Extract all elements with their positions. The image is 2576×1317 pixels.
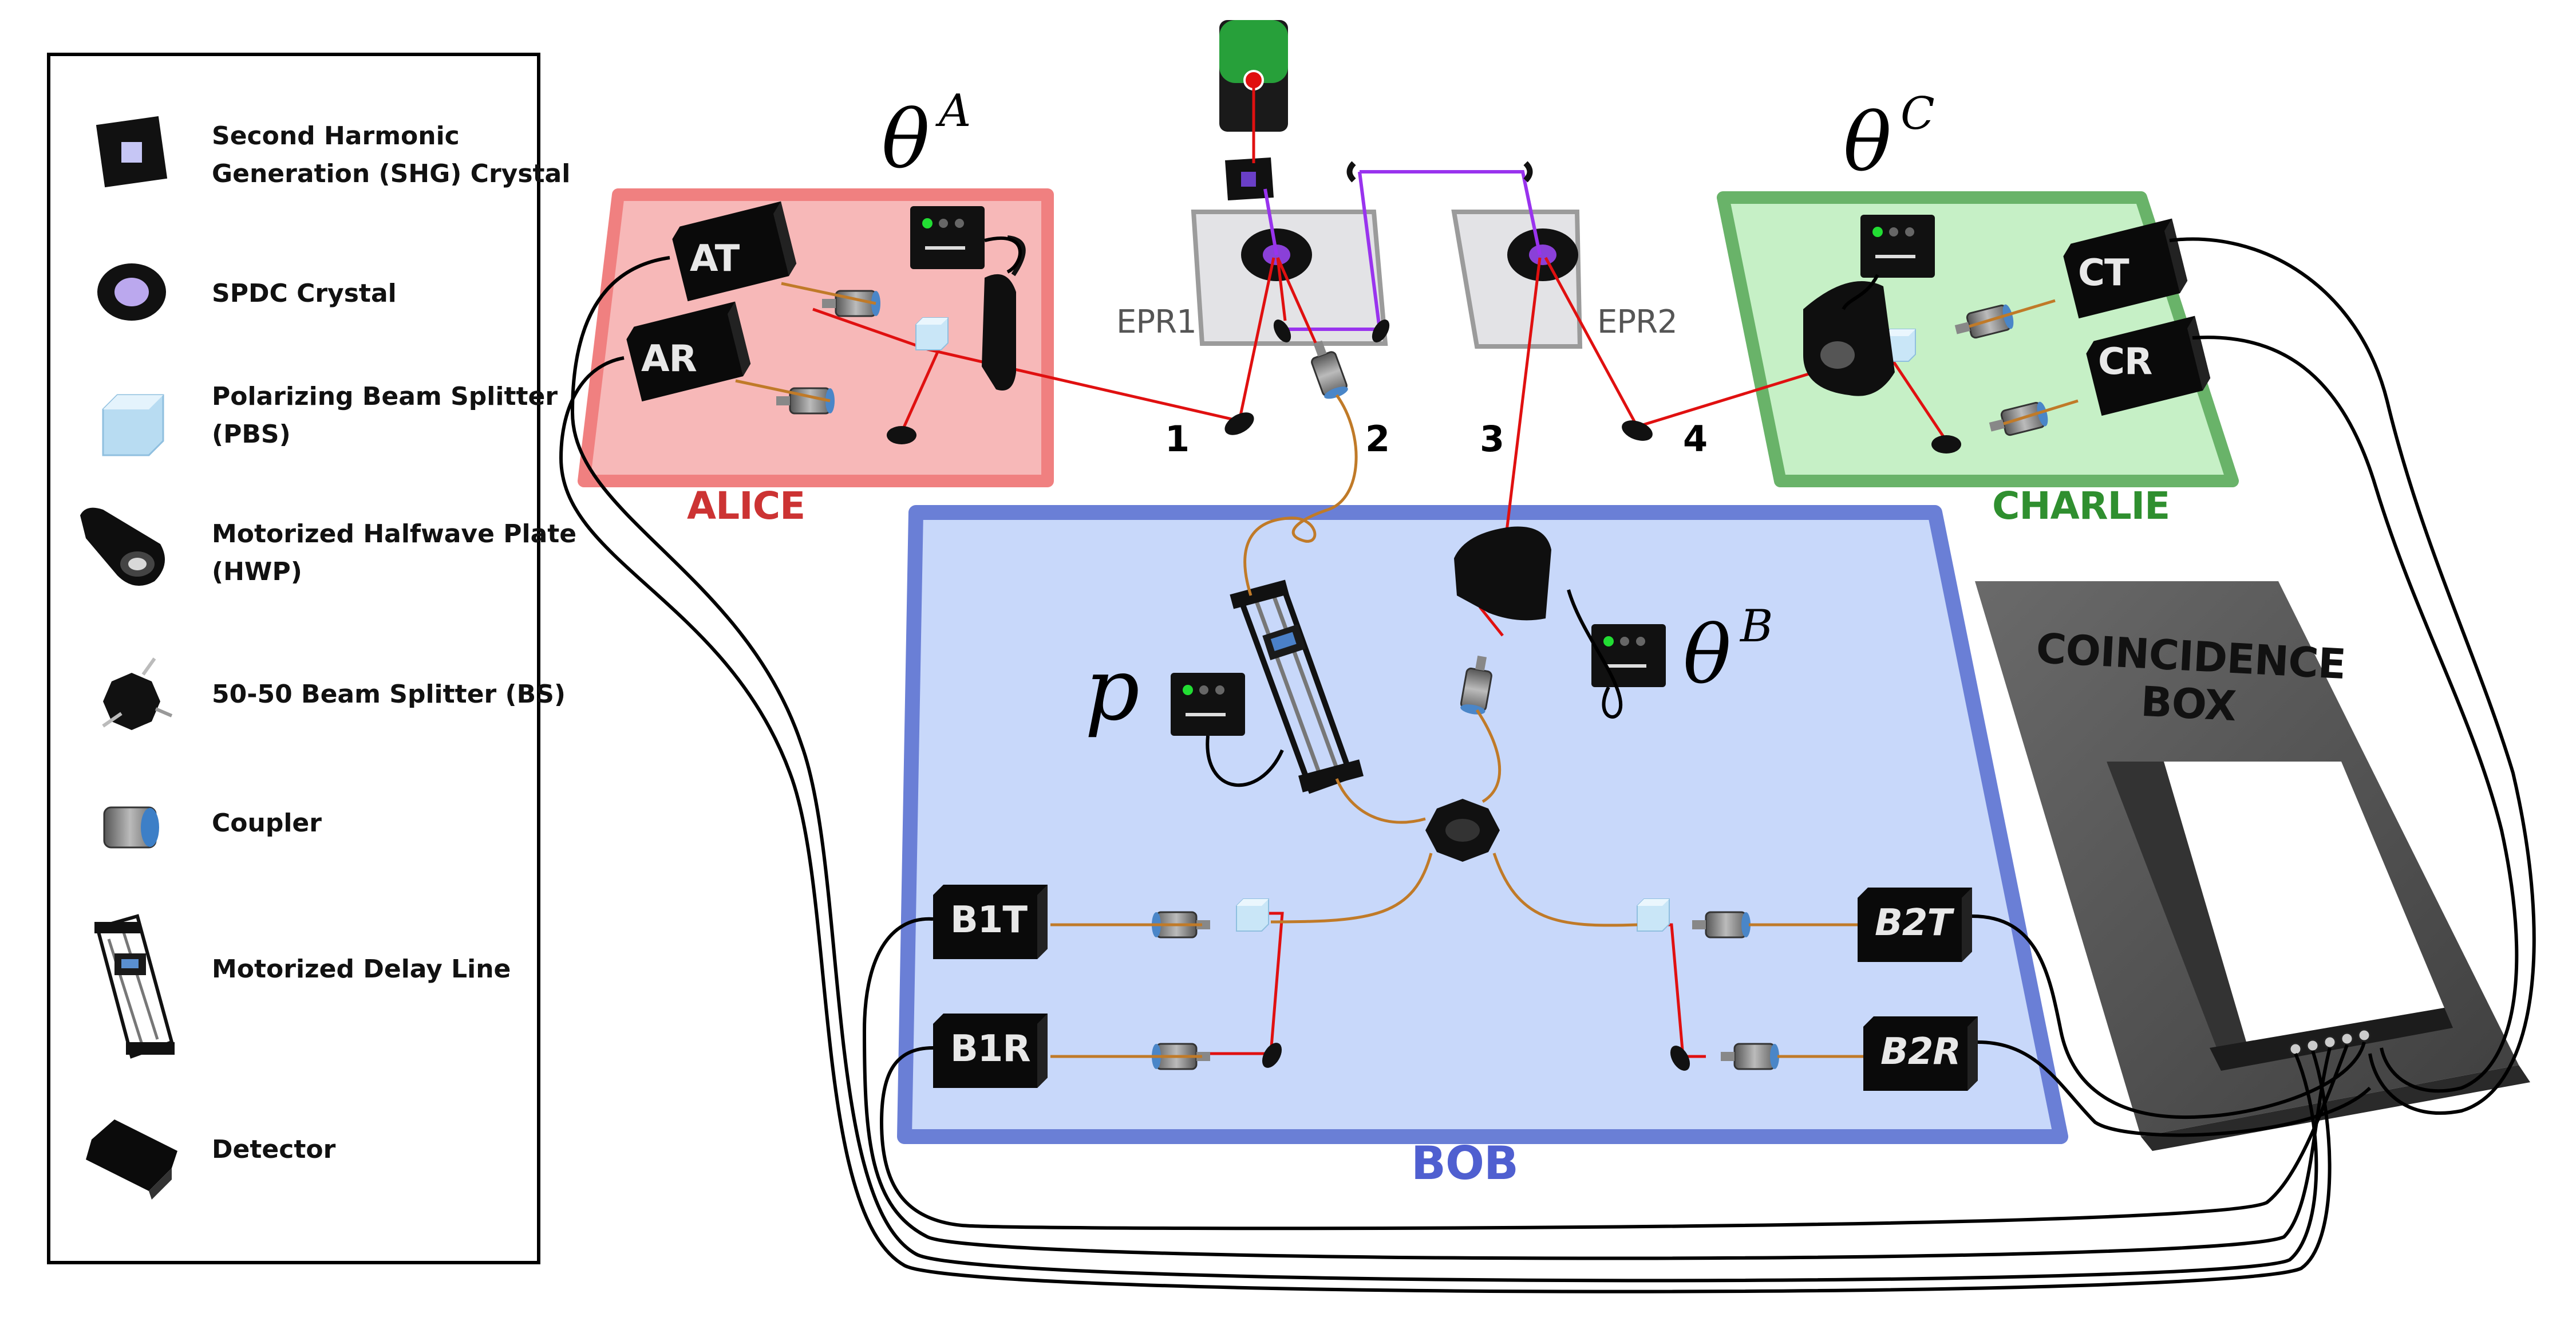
detector-label-at: AT (690, 238, 740, 280)
path-label-3: 3 (1480, 418, 1504, 460)
path-mirrors (887, 412, 1961, 454)
alice-hwp (982, 235, 1026, 391)
detector-label-b1r: B1R (950, 1028, 1031, 1070)
path-label-1: 1 (1165, 418, 1190, 460)
spdc-crystal-icon (97, 263, 166, 321)
charlie-label: CHARLIE (1992, 484, 2170, 528)
legend-label-pbs: Polarizing Beam Splitter (PBS) (212, 382, 558, 449)
detector-label-ar: AR (641, 338, 697, 380)
alice-pbs (915, 317, 949, 350)
epr2-plate (1451, 210, 1583, 349)
delay-controller (1171, 673, 1245, 736)
detector-icon (86, 1119, 177, 1200)
shg-crystal (1225, 157, 1274, 200)
controller-cables (984, 236, 1879, 787)
charlie-controller (1860, 215, 1935, 278)
legend-label-delay: Motorized Delay Line (212, 955, 511, 984)
legend-label-spdc: SPDC Crystal (212, 279, 397, 308)
path-label-2: 2 (1365, 418, 1390, 460)
legend-label-coupler: Coupler (212, 809, 322, 838)
coincidence-connector (2289, 1028, 2371, 1056)
coupler-icon (103, 806, 159, 849)
detector-label-b2r: B2R (1880, 1031, 1961, 1073)
bob-pbs-1 (1236, 898, 1269, 932)
signal-cables (559, 237, 2536, 1294)
detector-label-ct: CT (2078, 252, 2129, 294)
coincidence-box (1975, 581, 2530, 1151)
alice-label: ALICE (687, 484, 805, 528)
epr1-plate (1191, 210, 1388, 346)
bob-label: BOB (1411, 1137, 1519, 1190)
coincidence-box-label: COINCIDENCE BOX (2034, 624, 2347, 731)
alice-controller (910, 206, 985, 269)
legend-label-shg: Second Harmonic Generation (SHG) Crystal (212, 121, 571, 188)
epr1-label: EPR1 (1116, 303, 1197, 341)
legend-label-detector: Detector (212, 1135, 336, 1164)
bob-beam-splitter (1425, 799, 1500, 862)
fibers (735, 282, 2079, 1058)
pbs-icon (102, 394, 164, 456)
hwp-icon (80, 507, 165, 586)
epr1-coupler (1305, 337, 1350, 403)
pump-mirrors (1273, 161, 1533, 342)
epr2-label: EPR2 (1597, 303, 1678, 341)
detector-label-b1t: B1T (950, 899, 1028, 941)
bob-hwp (1454, 526, 1551, 621)
bob-pbs-2 (1637, 898, 1670, 932)
pump-laser (1219, 20, 1288, 132)
bob-controller (1591, 624, 1666, 687)
bs-icon (102, 657, 173, 730)
legend-label-hwp: Motorized Halfwave Plate (HWP) (212, 519, 577, 586)
detector-label-cr: CR (2098, 341, 2152, 383)
legend-label-bs: 50-50 Beam Splitter (BS) (212, 680, 566, 709)
path-label-4: 4 (1683, 418, 1708, 460)
shg-crystal-icon (96, 116, 168, 188)
delay-line (1230, 579, 1364, 794)
detector-label-b2t: B2T (1875, 902, 1952, 944)
delay-p-label: p (1085, 640, 1140, 740)
charlie-hwp (1803, 281, 1895, 396)
legend (47, 53, 540, 1264)
bob-mirrors (1262, 1043, 1690, 1071)
delay-line-icon (94, 914, 175, 1059)
